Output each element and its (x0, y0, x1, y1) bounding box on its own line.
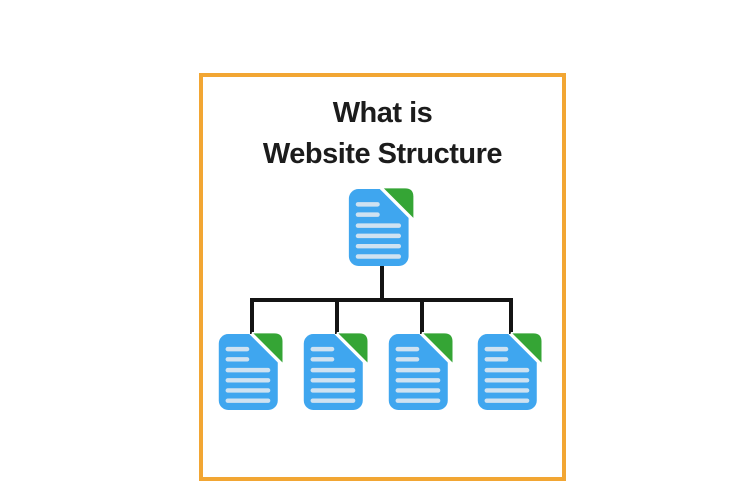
document-icon (303, 332, 370, 410)
connector-line-child-2 (335, 298, 339, 336)
tree-node-child-4 (477, 332, 545, 412)
page-title: What is Website Structure (203, 93, 562, 175)
tree-node-child-3 (388, 332, 456, 412)
bordered-frame: What is Website Structure (199, 73, 566, 481)
tree-node-child-1 (218, 332, 286, 412)
tree-node-child-2 (303, 332, 371, 412)
connector-line-child-3 (420, 298, 424, 336)
connector-line-root (380, 266, 384, 302)
title-line-1: What is (332, 97, 433, 129)
site-structure-diagram (203, 77, 562, 477)
document-icon (388, 332, 455, 410)
document-icon (348, 187, 416, 266)
tree-node-root (348, 187, 417, 268)
document-icon (218, 332, 285, 410)
connector-line-horizontal (250, 298, 513, 302)
connector-line-child-1 (250, 298, 254, 336)
document-icon (477, 332, 544, 410)
connector-line-child-4 (509, 298, 513, 336)
title-line-2: Website Structure (262, 138, 503, 170)
